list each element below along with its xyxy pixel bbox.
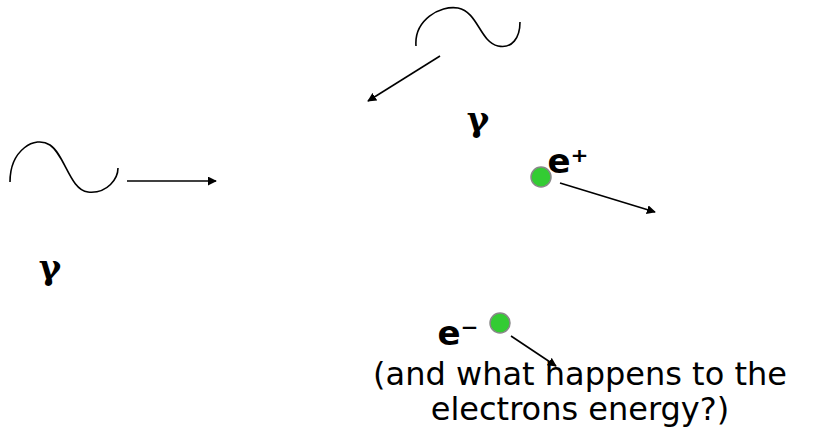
motion-arrow xyxy=(560,183,655,212)
motion-arrow xyxy=(368,56,440,101)
electron-symbol: e⁻ xyxy=(437,315,478,352)
electron-dot xyxy=(490,313,510,333)
photon-symbol: γ xyxy=(467,101,489,138)
question-note: (and what happens to the electrons energ… xyxy=(355,357,805,427)
photon-symbol: γ xyxy=(39,249,61,286)
motion-arrow xyxy=(127,180,216,182)
photon-wave xyxy=(10,142,118,192)
photon-wave xyxy=(416,8,520,47)
positron-symbol: e⁺ xyxy=(547,143,588,180)
